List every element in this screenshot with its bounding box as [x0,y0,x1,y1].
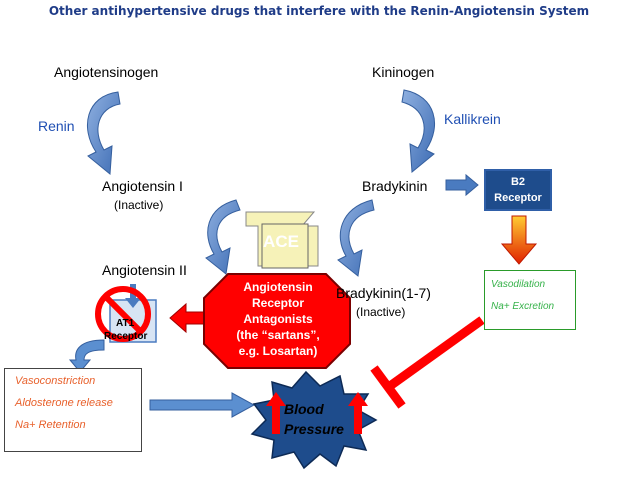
blood-label: Blood [284,401,324,417]
pressure-label: Pressure [284,421,344,437]
bradykinin-1-7-note: (Inactive) [356,305,406,319]
blood-pressure-label: Blood Pressure [284,399,344,439]
vasoconstriction-label: Vasoconstriction [15,375,96,387]
inhibition-bar-icon [370,316,485,409]
page-title: Other antihypertensive drugs that interf… [48,4,590,18]
b2-receptor-box: B2 Receptor [484,169,552,211]
at1-to-vasoconstriction-arrow-icon [68,339,105,373]
bradykinin-to-b2-arrow-icon [445,173,479,197]
angiotensin-2-label: Angiotensin II [102,262,187,278]
arb-line-3: Antagonists [243,312,313,326]
kininogen-label: Kininogen [372,64,435,80]
b2-receptor-line1: B2 [510,176,526,188]
ace-right-curved-arrow-icon [337,199,375,277]
vasodilation-box: Vasodilation Na+ Excretion [484,270,576,330]
kallikrein-curved-arrow-icon [401,89,435,173]
vasoconstriction-to-bp-arrow-icon [149,392,256,418]
b2-receptor-line2: Receptor [494,192,542,204]
arb-line-4: (the “sartans”, [236,328,320,342]
vasodilation-label: Vasodilation [491,279,546,290]
blood-pressure-starburst [250,370,378,470]
na-excretion-label: Na+ Excretion [491,301,555,312]
arb-text: Angiotensin Receptor Antagonists (the “s… [207,279,349,359]
kallikrein-label: Kallikrein [444,111,501,127]
ace-boxes [245,211,319,269]
at1-receptor-label-line2: Receptor [104,331,148,342]
vasoconstriction-box: Vasoconstriction Aldosterone release Na+… [4,368,142,452]
ace-left-curved-arrow-icon [205,199,241,275]
aldosterone-label: Aldosterone release [15,397,113,409]
angiotensin-1-note: (Inactive) [114,198,164,212]
renin-label: Renin [38,118,75,134]
ace-label: ACE [263,232,299,251]
b2-to-vasodilation-arrow-icon [500,215,538,265]
bp-up-arrow-right-icon [348,392,368,434]
arb-line-2: Receptor [251,296,304,310]
angiotensinogen-label: Angiotensinogen [54,64,159,80]
bradykinin-1-7-label: Bradykinin(1-7) [336,285,431,301]
renin-curved-arrow-icon [87,91,121,175]
angiotensin-1-label: Angiotensin I [102,178,183,194]
arb-line-5: e.g. Losartan) [238,344,318,358]
arb-line-1: Angiotensin [243,280,313,294]
bradykinin-label: Bradykinin [362,178,428,194]
bp-up-arrow-left-icon [266,392,286,434]
na-retention-label: Na+ Retention [15,419,86,431]
arb-octagon [203,273,351,369]
no-symbol-icon [95,286,151,342]
at1-receptor-label-line1: AT1 [116,318,135,329]
